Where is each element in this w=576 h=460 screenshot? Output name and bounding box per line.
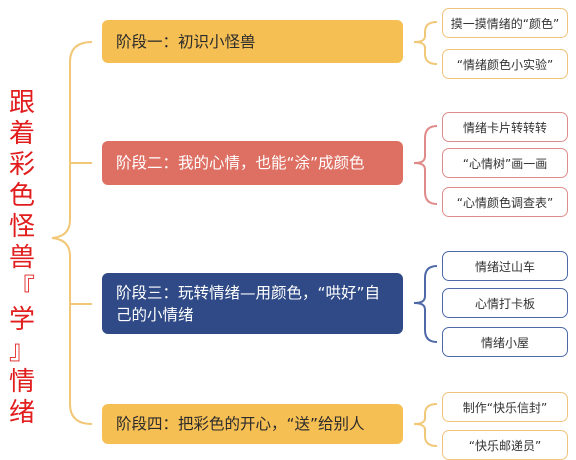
leaf-label: “情绪颜色小实验” — [456, 57, 554, 72]
leaf-box: 情绪卡片转转转 — [442, 112, 568, 142]
title-char: 『 — [8, 274, 35, 304]
root-bracket — [51, 41, 93, 425]
stage-2-label: 阶段二：我的心情，也能“涂”成颜色 — [116, 154, 365, 172]
stage3-bracket — [413, 265, 438, 343]
leaf-label: “心情颜色调查表” — [456, 195, 554, 210]
leaf-label: 摸一摸情绪的“颜色” — [450, 16, 560, 31]
stage-4-box: 阶段四：把彩色的开心，“送”给别人 — [102, 404, 403, 444]
leaf-label: “快乐邮递员” — [468, 438, 542, 453]
leaf-box: “心情颜色调查表” — [442, 187, 568, 217]
stage-2-box: 阶段二：我的心情，也能“涂”成颜色 — [102, 141, 403, 185]
leaf-label: “心情树”画一画 — [462, 156, 548, 171]
leaf-box: 制作“快乐信封” — [442, 392, 568, 422]
leaf-box: 情绪过山车 — [442, 251, 568, 281]
stage4-bracket — [413, 403, 438, 447]
leaf-box: “快乐邮递员” — [442, 430, 568, 460]
title-char: 跟 — [8, 88, 35, 118]
leaf-label: 情绪卡片转转转 — [462, 120, 547, 135]
stage-4-label: 阶段四：把彩色的开心，“送”给别人 — [116, 415, 365, 433]
leaf-label: 制作“快乐信封” — [462, 400, 548, 415]
title-char: 』 — [8, 336, 35, 366]
leaf-label: 心情打卡板 — [474, 296, 535, 311]
stage2-bracket — [413, 125, 438, 205]
title-char: 学 — [8, 305, 35, 335]
title-char: 着 — [8, 119, 35, 149]
leaf-box: 摸一摸情绪的“颜色” — [442, 8, 568, 38]
title-char: 色 — [8, 181, 35, 211]
title-char: 情 — [8, 367, 35, 397]
stage1-bracket — [413, 21, 438, 65]
title-char: 怪 — [8, 212, 35, 242]
leaf-label: 情绪过山车 — [474, 259, 535, 274]
leaf-box: 情绪小屋 — [442, 327, 568, 357]
stage-1-box: 阶段一：初识小怪兽 — [102, 20, 403, 63]
leaf-box: 心情打卡板 — [442, 288, 568, 318]
stage-3-label: 阶段三：玩转情绪—用颜色，“哄好”自己的小情绪 — [116, 283, 381, 324]
leaf-box: “情绪颜色小实验” — [442, 49, 568, 79]
stage-3-box: 阶段三：玩转情绪—用颜色，“哄好”自己的小情绪 — [102, 273, 403, 334]
leaf-box: “心情树”画一画 — [442, 148, 568, 178]
stage-1-label: 阶段一：初识小怪兽 — [116, 32, 256, 51]
title-char: 绪 — [8, 398, 35, 428]
title-char: 彩 — [8, 150, 35, 180]
diagram-title: 跟 着 彩 色 怪 兽 『 学 』 情 绪 — [4, 88, 40, 429]
title-char: 兽 — [8, 243, 35, 273]
leaf-label: 情绪小屋 — [480, 335, 529, 350]
